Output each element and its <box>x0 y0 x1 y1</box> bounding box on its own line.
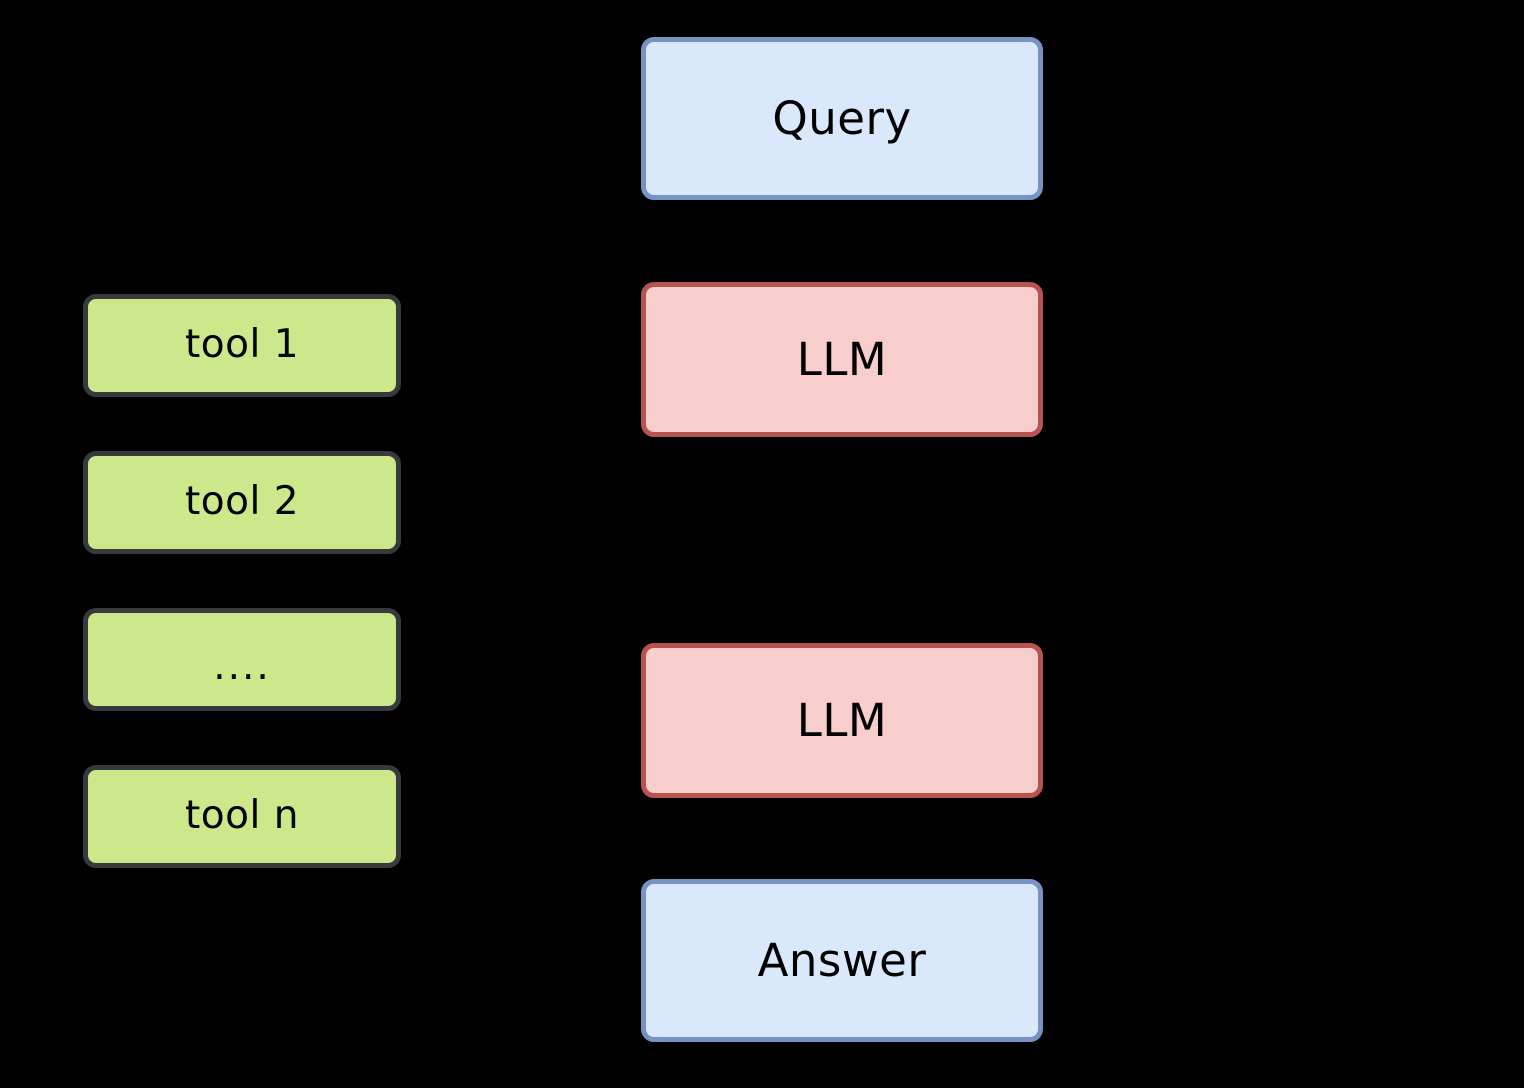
node-tool-n[interactable]: tool n <box>83 765 401 868</box>
node-llm-1-label: LLM <box>796 332 888 386</box>
node-answer-label: Answer <box>757 933 927 987</box>
node-tool-ellipsis-label: .... <box>213 644 271 690</box>
node-tool-1-label: tool 1 <box>184 322 300 368</box>
node-query[interactable]: Query <box>641 37 1043 200</box>
node-answer[interactable]: Answer <box>641 879 1043 1042</box>
node-tool-n-label: tool n <box>185 793 299 839</box>
node-llm-2[interactable]: LLM <box>641 643 1043 798</box>
node-tool-ellipsis[interactable]: .... <box>83 608 401 711</box>
node-llm-1[interactable]: LLM <box>641 282 1043 437</box>
node-tool-1[interactable]: tool 1 <box>83 294 401 397</box>
node-tool-2[interactable]: tool 2 <box>83 451 401 554</box>
node-query-label: Query <box>772 91 912 145</box>
node-tool-2-label: tool 2 <box>184 479 300 525</box>
node-llm-2-label: LLM <box>796 693 888 747</box>
